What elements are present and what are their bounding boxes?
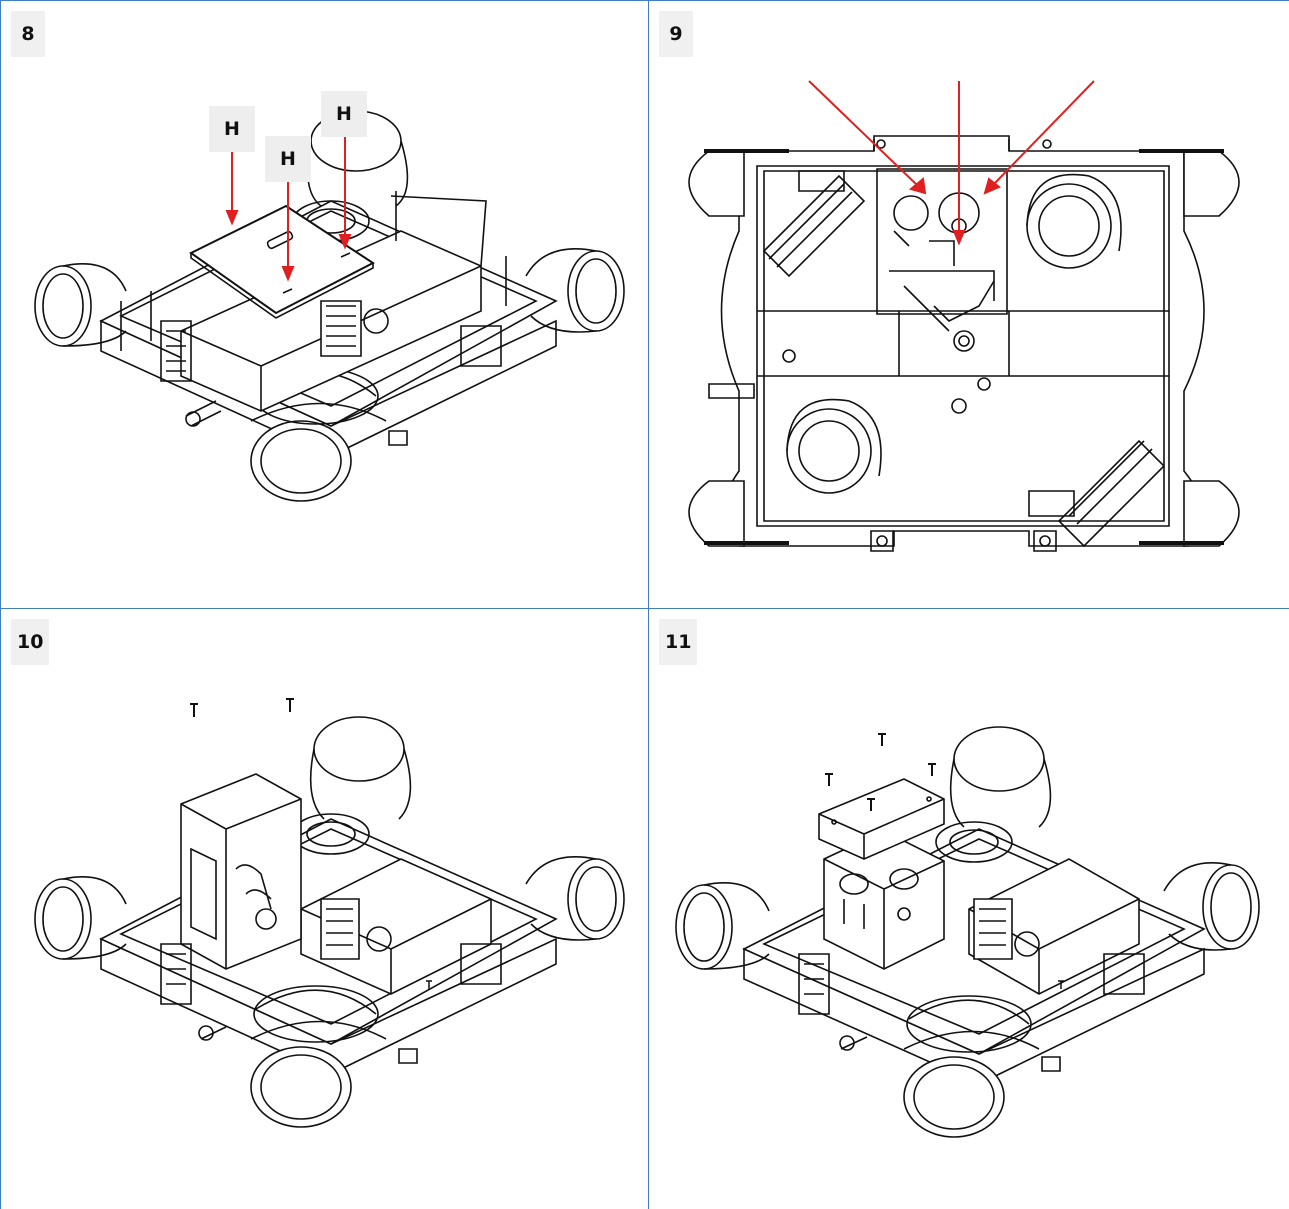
callout-h-right: H <box>321 91 367 137</box>
unit-top-view-drawing <box>649 1 1289 608</box>
callout-h-middle: H <box>265 136 311 182</box>
callout-h-left: H <box>209 106 255 152</box>
panel-step-11: 11 <box>649 609 1289 1209</box>
step-number: 11 <box>659 619 698 665</box>
grid-border-left <box>0 0 1 1209</box>
step-number: 8 <box>11 11 45 57</box>
grid-border-top <box>0 0 1289 1</box>
panel-step-10: 10 <box>1 609 648 1209</box>
unit-isometric-drawing <box>1 1 648 608</box>
unit-isometric-drawing-cover-removed <box>1 609 648 1209</box>
step-number: 10 <box>11 619 50 665</box>
grid-divider-horizontal <box>0 608 1289 609</box>
step-number: 9 <box>659 11 693 57</box>
grid-divider-vertical <box>648 0 649 1209</box>
panel-step-9: 9 <box>649 1 1289 608</box>
unit-isometric-drawing-board-removed <box>649 609 1289 1209</box>
panel-step-8: 8 <box>1 1 648 608</box>
